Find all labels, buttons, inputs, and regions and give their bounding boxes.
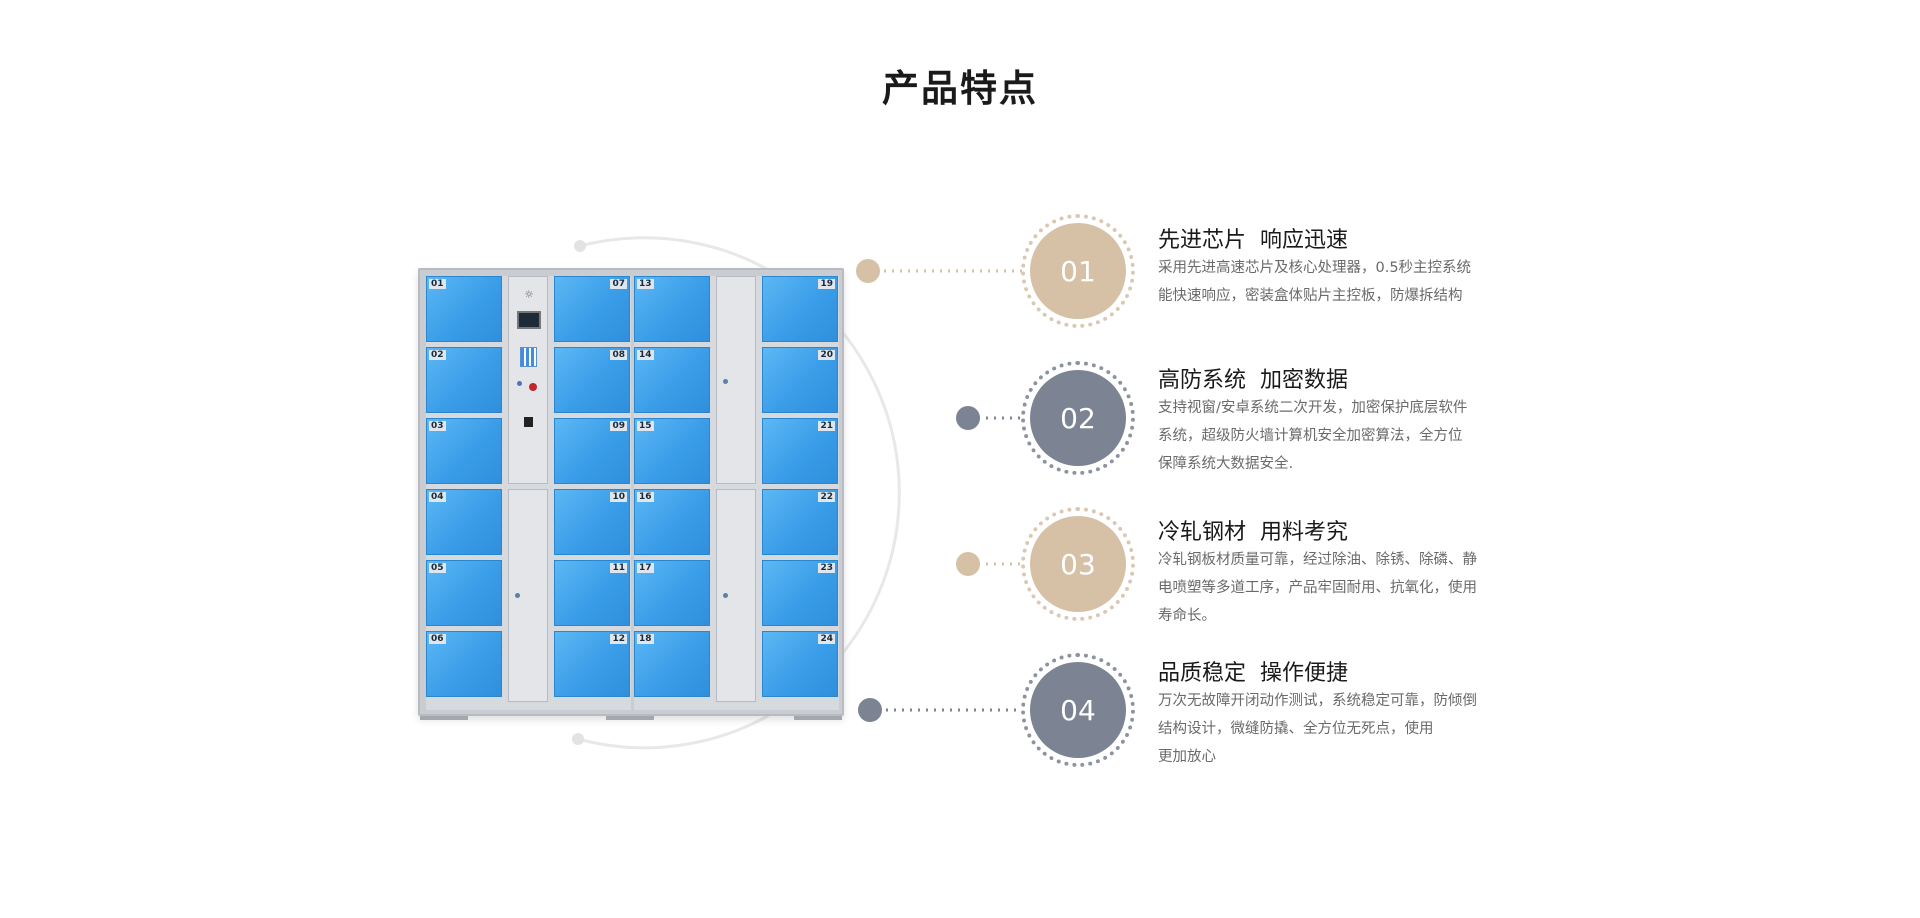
locker-base [420,714,842,720]
door-number: 14 [637,350,654,360]
locker-door: 15 [634,418,710,484]
badge-ring [1021,653,1135,767]
door-number: 23 [818,563,835,573]
badge-ring [1021,361,1135,475]
badge-ring [1021,214,1135,328]
locker-door: 21 [762,418,838,484]
keypad [520,347,537,367]
locker-door: 03 [426,418,502,484]
feature-title: 高防系统 加密数据 [1158,368,1348,393]
locker-door: 09 [554,418,630,484]
blue-button [517,381,522,386]
locker-door: 23 [762,560,838,626]
door-knob [515,593,520,598]
locker-door: 06 [426,631,502,697]
door-number: 04 [429,492,446,502]
locker-door: 12 [554,631,630,697]
locker-door: 13 [634,276,710,342]
feature-desc-line: 采用先进高速芯片及核心处理器，0.5秒主控系统 [1158,260,1472,276]
door-number: 21 [818,421,835,431]
locker-side-door [716,276,756,484]
feature-desc-line: 保障系统大数据安全. [1158,456,1294,472]
door-knob [723,379,728,384]
door-number: 09 [610,421,627,431]
feature-desc-line: 能快速响应，密装盒体贴片主控板，防爆拆结构 [1158,288,1463,304]
door-knob [723,593,728,598]
feature-desc-line: 寿命长。 [1158,608,1216,624]
locker-door: 07 [554,276,630,342]
feature-desc-line: 支持视窗/安卓系统二次开发，加密保护底层软件 [1158,400,1468,416]
feature-desc-line: 电喷塑等多道工序，产品牢固耐用、抗氧化，使用 [1158,580,1477,596]
locker-door: 17 [634,560,710,626]
locker-side-door [716,489,756,702]
door-number: 20 [818,350,835,360]
door-number: 22 [818,492,835,502]
door-number: 11 [610,563,627,573]
locker-door: 14 [634,347,710,413]
door-number: 17 [637,563,654,573]
feature-number-badge: 04 [1030,662,1126,758]
card-slot [524,417,533,427]
door-number: 16 [637,492,654,502]
feature-desc-line: 结构设计，微缝防撬、全方位无死点，使用 [1158,721,1434,737]
red-button [529,383,537,391]
feature-number-badge: 03 [1030,516,1126,612]
door-number: 13 [637,279,654,289]
locker-cabinet-right: 13 14 15 16 17 18 19 20 21 22 23 24 [634,276,839,710]
feature-desc-line: 更加放心 [1158,749,1216,765]
page-title: 产品特点 [882,67,1038,110]
locker-door: 05 [426,560,502,626]
feature-title: 品质稳定 操作便捷 [1158,661,1348,686]
locker-door: 18 [634,631,710,697]
door-number: 15 [637,421,654,431]
feature-desc-line: 系统，超级防火墙计算机安全加密算法，全方位 [1158,428,1463,444]
locker-door: 24 [762,631,838,697]
feature-number-badge: 01 [1030,223,1126,319]
badge-ring [1021,507,1135,621]
feature-desc-line: 冷轧钢板材质量可靠，经过除油、除锈、除磷、静 [1158,552,1477,568]
door-number: 07 [610,279,627,289]
door-number: 08 [610,350,627,360]
locker-door: 16 [634,489,710,555]
door-number: 01 [429,279,446,289]
door-number: 06 [429,634,446,644]
control-panel: ☼ [508,276,548,484]
locker-door: 11 [554,560,630,626]
door-number: 19 [818,279,835,289]
locker-door: 10 [554,489,630,555]
feature-number-badge: 02 [1030,370,1126,466]
door-number: 05 [429,563,446,573]
locker-door: 01 [426,276,502,342]
locker-door: 08 [554,347,630,413]
door-number: 12 [610,634,627,644]
door-number: 02 [429,350,446,360]
door-number: 03 [429,421,446,431]
locker-illustration: 01 02 03 04 05 06 ☼ 07 08 09 10 11 12 13… [418,268,844,720]
door-number: 24 [818,634,835,644]
locker-door: 22 [762,489,838,555]
locker-door: 02 [426,347,502,413]
locker-door: 04 [426,489,502,555]
door-number: 10 [610,492,627,502]
locker-door: 19 [762,276,838,342]
locker-door: 20 [762,347,838,413]
locker-cabinet-left: 01 02 03 04 05 06 ☼ 07 08 09 10 11 12 [426,276,631,710]
feature-title: 先进芯片 响应迅速 [1158,228,1348,253]
speaker-icon: ☼ [524,288,534,301]
feature-desc-line: 万次无故障开闭动作测试，系统稳定可靠，防倾倒 [1158,693,1477,709]
touch-screen [517,311,541,329]
door-number: 18 [637,634,654,644]
locker-side-door [508,489,548,702]
feature-title: 冷轧钢材 用料考究 [1158,520,1348,545]
